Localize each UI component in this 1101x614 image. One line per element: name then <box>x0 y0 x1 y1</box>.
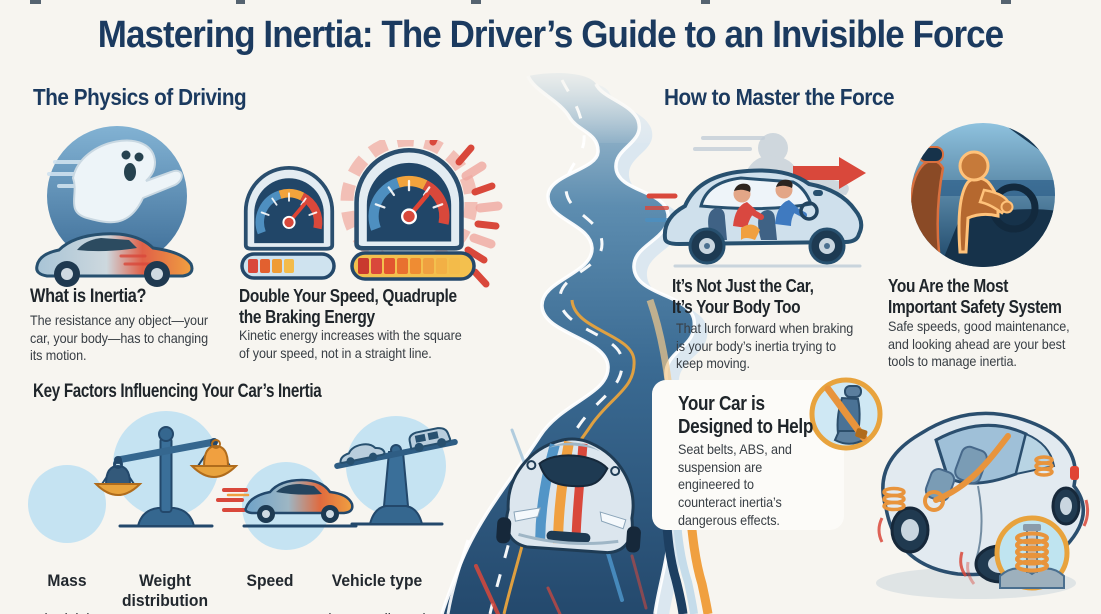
ghost <box>71 139 183 224</box>
balance-scale-icon <box>93 411 239 528</box>
suspension-coil-icon <box>994 515 1070 591</box>
designed-heading: Your Car is Designed to Help <box>678 393 813 439</box>
body-too-heading: It’s Not Just the Car, It’s Your Body To… <box>672 276 814 317</box>
forward-arrow <box>793 157 866 189</box>
inertia-heading: What is Inertia? <box>30 286 147 307</box>
safety-system-body: Safe speeds, good maintenance, and looki… <box>888 318 1070 370</box>
sports-car <box>496 437 641 555</box>
designed-body: Seat belts, ABS, and suspension are engi… <box>678 441 792 528</box>
safety-system-heading: You Are the Most Important Safety System <box>888 276 1062 317</box>
section-heading-master: How to Master the Force <box>664 84 895 110</box>
speeding-car-icon <box>216 462 358 550</box>
braking-car-passengers-illustration <box>645 133 866 268</box>
factor-icons <box>28 411 458 550</box>
factor-label-weight-distribution: Weight distribution <box>121 571 208 611</box>
section-heading-physics: The Physics of Driving <box>33 84 247 110</box>
passenger <box>733 183 764 240</box>
braking-heading: Double Your Speed, Quadruple the Braking… <box>239 286 457 327</box>
page-title: Mastering Inertia: The Driver’s Guide to… <box>97 14 1004 56</box>
ghost-car-illustration <box>35 126 194 287</box>
factors-heading: Key Factors Influencing Your Car’s Inert… <box>33 381 322 402</box>
speed-gauges-illustration <box>240 140 503 288</box>
braking-body: Kinetic energy increases with the square… <box>239 327 462 361</box>
factor-label-mass: Mass (weight) <box>42 571 91 614</box>
seatbelt-icon <box>809 377 883 451</box>
vehicle-seesaw-icon <box>334 416 458 526</box>
mass-circle-icon <box>28 465 106 543</box>
top-edge-marks <box>30 0 1011 4</box>
factor-label-speed: Speed <box>246 571 294 591</box>
body-too-body: That lurch forward when braking is your … <box>676 320 854 372</box>
driver <box>775 179 819 226</box>
inertia-body: The resistance any object—your car, your… <box>30 312 209 364</box>
driver-glow-illustration <box>911 123 1055 267</box>
factor-label-vehicle-type: Vehicle type (e.g., a tall SUV) <box>326 571 427 614</box>
